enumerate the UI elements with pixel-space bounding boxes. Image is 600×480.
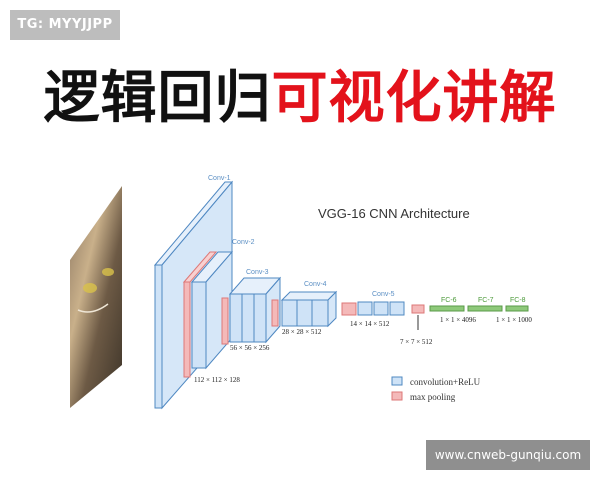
label-fc7: FC-7 xyxy=(478,297,494,304)
label-conv4: Conv-4 xyxy=(304,281,327,288)
label-conv5: Conv-5 xyxy=(372,291,395,298)
dim-4096: 1 × 1 × 4096 xyxy=(440,316,476,324)
label-conv1: Conv-1 xyxy=(208,175,231,182)
pool5-block xyxy=(411,304,425,314)
label-fc8: FC-8 xyxy=(510,297,526,304)
input-cat-image xyxy=(70,186,122,408)
dim-1000: 1 × 1 × 1000 xyxy=(496,316,532,324)
conv3-block xyxy=(228,276,282,344)
label-conv3: Conv-3 xyxy=(246,269,269,276)
legend-pool-label: max pooling xyxy=(410,392,456,402)
conv4-block xyxy=(280,290,338,328)
dim-56: 56 × 56 × 256 xyxy=(230,344,270,352)
dim-112: 112 × 112 × 128 xyxy=(194,376,240,384)
fc6-bar xyxy=(429,305,465,312)
label-fc6: FC-6 xyxy=(441,297,457,304)
label-conv2: Conv-2 xyxy=(232,239,255,246)
dim-14: 14 × 14 × 512 xyxy=(350,320,390,328)
headline-title: 逻辑回归可视化讲解 xyxy=(0,64,600,134)
legend-conv-label: convolution+ReLU xyxy=(410,377,481,387)
fc8-bar xyxy=(505,305,529,312)
vgg16-diagram: VGG-16 CNN Architecture Conv-1 Conv-2 Co… xyxy=(70,175,532,410)
fc7-bar xyxy=(467,305,503,312)
pool3-block xyxy=(271,299,279,327)
legend-pool-swatch xyxy=(391,391,403,401)
pool4-block xyxy=(341,302,357,316)
legend: convolution+ReLU max pooling xyxy=(391,376,481,402)
pool2-block xyxy=(221,297,229,345)
tg-badge: TG: MYYJJPP xyxy=(10,10,120,40)
pool1-block xyxy=(182,251,218,378)
conv5-block xyxy=(357,301,405,316)
dim-7: 7 × 7 × 512 xyxy=(400,338,433,346)
diagram-title: VGG-16 CNN Architecture xyxy=(318,206,470,221)
headline-part-red: 可视化讲解 xyxy=(271,66,557,131)
source-url-badge: www.cnweb-gunqiu.com xyxy=(426,440,590,470)
legend-conv-swatch xyxy=(391,376,403,386)
headline-part-black: 逻辑回归 xyxy=(43,66,272,131)
dim-28: 28 × 28 × 512 xyxy=(282,328,322,336)
